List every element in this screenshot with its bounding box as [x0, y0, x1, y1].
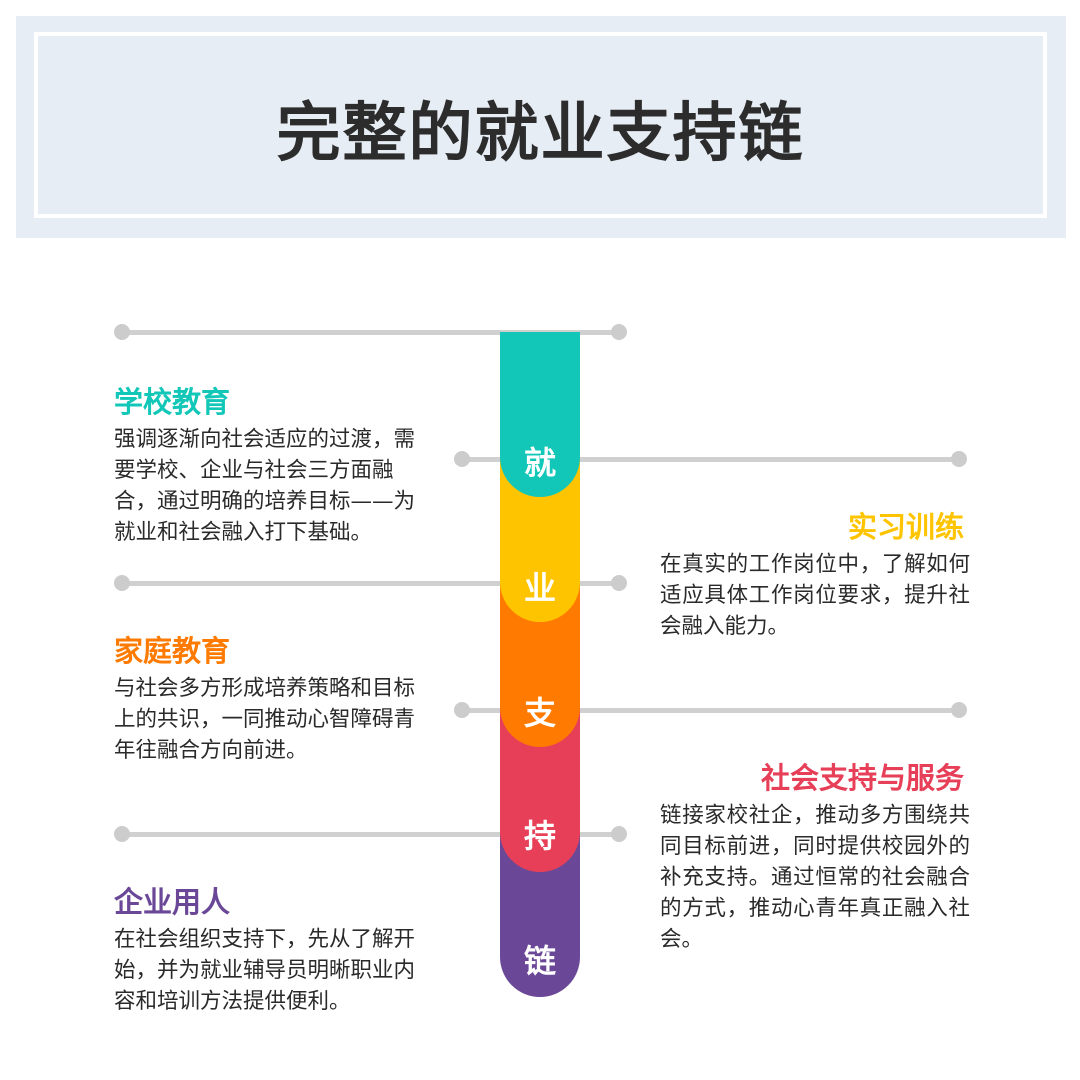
connector-dot — [951, 702, 967, 718]
connector-line-internship — [462, 457, 960, 462]
connector-dot — [611, 575, 627, 591]
header-frame: 完整的就业支持链 — [34, 32, 1047, 218]
connector-dot — [114, 324, 130, 340]
spine-char-1: 就 — [523, 444, 556, 482]
connector-dot — [454, 451, 470, 467]
section-body-social-support: 链接家校社企，推动多方围绕共同目标前进，同时提供校园外的补充支持。通过恒常的社会… — [660, 803, 970, 952]
connector-dot — [611, 324, 627, 340]
support-chain-spine: 就 业 支 持 链 — [500, 332, 580, 997]
connector-line-social — [462, 708, 960, 713]
spine-segment-employment — [500, 332, 580, 497]
page-title: 完整的就业支持链 — [276, 97, 805, 171]
connector-dot — [114, 575, 130, 591]
spine-char-3: 支 — [523, 694, 556, 732]
section-title-internship-training: 实习训练 — [847, 510, 964, 544]
section-body-internship-training: 在真实的工作岗位中，了解如何适应具体工作岗位要求，提升社会融入能力。 — [660, 552, 970, 639]
section-title-social-support: 社会支持与服务 — [760, 761, 964, 795]
connector-dot — [611, 826, 627, 842]
connector-dot — [951, 451, 967, 467]
section-body-family-education: 与社会多方形成培养策略和目标上的共识，一同推动心智障碍青年往融合方向前进。 — [114, 676, 416, 763]
connector-dot — [454, 702, 470, 718]
connector-dot — [114, 826, 130, 842]
section-title-family-education: 家庭教育 — [114, 634, 231, 668]
spine-char-5: 链 — [523, 942, 556, 980]
spine-char-4: 持 — [523, 817, 556, 855]
header-band — [16, 16, 1066, 238]
connector-line-school — [120, 330, 620, 335]
connector-line-family — [120, 581, 620, 586]
spine-char-2: 业 — [523, 569, 556, 607]
section-body-enterprise-employment: 在社会组织支持下，先从了解开始，并为就业辅导员明晰职业内容和培训方法提供便利。 — [114, 927, 416, 1014]
section-title-enterprise-employment: 企业用人 — [114, 885, 231, 919]
section-body-school-education: 强调逐渐向社会适应的过渡，需要学校、企业与社会三方面融合，通过明确的培养目标——… — [114, 427, 416, 545]
section-title-school-education: 学校教育 — [114, 385, 231, 419]
connector-line-enterprise — [120, 832, 620, 837]
